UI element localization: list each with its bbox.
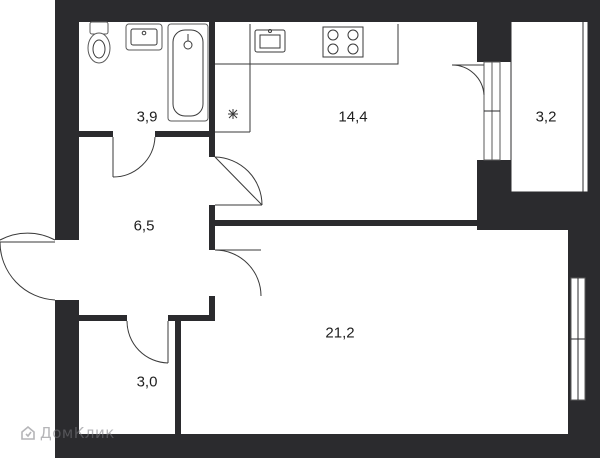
room-area-hallway: 6,5 (133, 217, 155, 235)
domclick-watermark: ДомКлик (20, 424, 115, 442)
door-bathroom (112, 136, 156, 178)
sink-icon (125, 23, 163, 51)
door-kitchen (214, 156, 263, 206)
bedroom-window (570, 277, 586, 401)
room-area-balcony: 3,2 (535, 108, 557, 126)
toilet-icon (87, 21, 111, 64)
door-storage (126, 320, 169, 364)
stove-icon (322, 26, 364, 58)
room-area-storage: 3,0 (136, 373, 158, 391)
room-area-bedroom: 21,2 (325, 324, 355, 342)
watermark-text: ДомКлик (40, 424, 115, 442)
domclick-logo-icon (21, 425, 35, 440)
kitchen-counter (215, 24, 399, 133)
gas-riser-icon (228, 109, 238, 119)
room-area-bathroom: 3,9 (136, 108, 158, 126)
door-bedroom (214, 249, 262, 297)
balcony-glazing (510, 22, 589, 193)
interior-walls (79, 22, 477, 436)
balcony-door (451, 61, 501, 161)
bathtub-icon (167, 23, 209, 122)
kitchen-sink-icon (254, 29, 286, 53)
room-area-kitchen-living: 14,4 (338, 108, 368, 126)
door-entrance (0, 232, 56, 301)
